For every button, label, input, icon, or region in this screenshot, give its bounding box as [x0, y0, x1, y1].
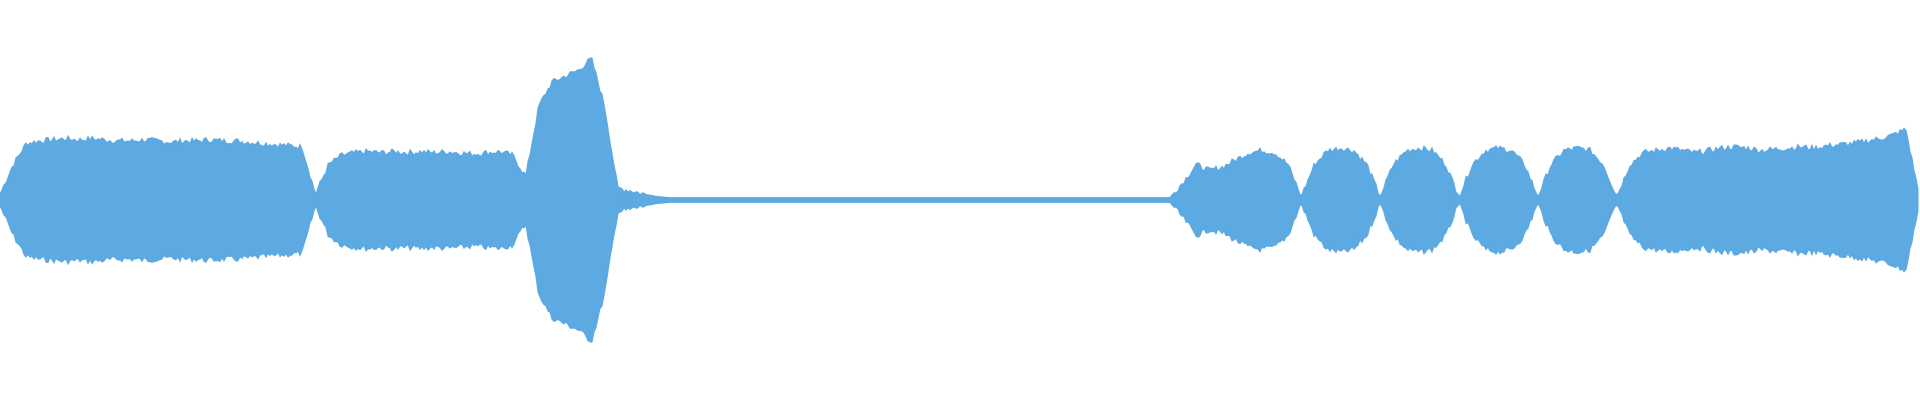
waveform-envelope	[0, 57, 1919, 343]
waveform-shape	[0, 57, 1919, 343]
